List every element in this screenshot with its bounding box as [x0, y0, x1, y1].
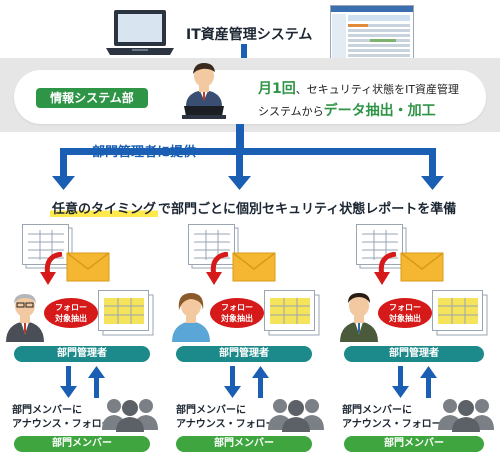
anytime-rest: で部門ごとに個別セキュリティ状態レポートを準備	[158, 202, 457, 217]
members-group-icon	[438, 399, 494, 432]
report-document-icon	[188, 224, 239, 269]
manager-avatar	[6, 294, 44, 342]
envelope-icon	[232, 252, 276, 282]
follow-badge-line2: 対象抽出	[221, 314, 253, 323]
follow-badge: フォロー 対象抽出	[378, 298, 432, 328]
provide-label: 部門管理者に提供	[92, 145, 197, 160]
follow-badge: フォロー 対象抽出	[44, 298, 98, 328]
follow-badge-line2: 対象抽出	[55, 314, 87, 323]
follow-badge-line1: フォロー	[389, 303, 421, 312]
unit-left: フォロー 対象抽出 部門管理者 部門メンバーに アナウンス・フォロー 部門メンバ…	[0, 218, 166, 458]
monthly-text-line1: 月1回、セキュリティ状態をIT資産管理	[258, 78, 459, 98]
monthly-line2-start: システムから	[258, 105, 324, 118]
up-down-arrows	[224, 366, 269, 398]
member-label: 部門メンバー	[14, 436, 150, 452]
manager-avatar	[340, 293, 378, 342]
laptop-icon	[106, 10, 174, 55]
curved-arrow-icon	[206, 252, 229, 285]
members-group-icon	[102, 399, 158, 432]
extracted-sheet-icon	[264, 290, 320, 336]
member-text: 部門メンバーに アナウンス・フォロー	[176, 404, 276, 432]
member-label: 部門メンバー	[176, 436, 312, 452]
member-text-line2: アナウンス・フォロー	[342, 419, 442, 430]
follow-badge: フォロー 対象抽出	[210, 298, 264, 328]
extracted-sheet-icon	[432, 290, 488, 336]
monthly-line2-emph: データ抽出・加工	[323, 103, 436, 119]
member-text-line2: アナウンス・フォロー	[12, 419, 112, 430]
branch-arrows	[52, 124, 444, 190]
member-text: 部門メンバーに アナウンス・フォロー	[342, 404, 442, 432]
follow-badge-line2: 対象抽出	[389, 314, 421, 323]
anytime-text: 任意のタイミングで部門ごとに個別セキュリティ状態レポートを準備	[50, 198, 456, 217]
envelope-icon	[400, 252, 444, 282]
curved-arrow-icon	[374, 252, 397, 285]
follow-badge-line1: フォロー	[221, 303, 253, 312]
member-text-line2: アナウンス・フォロー	[176, 419, 276, 430]
up-down-arrows	[60, 366, 105, 398]
member-label: 部門メンバー	[344, 436, 484, 452]
manager-label: 部門管理者	[176, 346, 312, 362]
unit-right: フォロー 対象抽出 部門管理者 部門メンバーに アナウンス・フォロー 部門メンバ…	[334, 218, 500, 458]
manager-avatar	[172, 293, 210, 342]
manager-label: 部門管理者	[14, 346, 150, 362]
extracted-sheet-icon	[98, 290, 154, 336]
system-title: IT資産管理システム	[186, 27, 313, 43]
anytime-emph: 任意のタイミング	[50, 202, 159, 217]
up-down-arrows	[392, 366, 437, 398]
manager-label: 部門管理者	[344, 346, 484, 362]
monthly-prefix: 月1回	[258, 81, 296, 97]
unit-middle: フォロー 対象抽出 部門管理者 部門メンバーに アナウンス・フォロー 部門メンバ…	[166, 218, 332, 458]
members-group-icon	[268, 399, 324, 432]
envelope-icon	[66, 252, 110, 282]
follow-badge-line1: フォロー	[55, 303, 87, 312]
member-text-line1: 部門メンバーに	[342, 405, 412, 416]
monthly-line1-rest: 、セキュリティ状態をIT資産管理	[295, 83, 460, 96]
monthly-text-line2: システムからデータ抽出・加工	[258, 100, 436, 120]
it-department-label: 情報システム部	[36, 88, 148, 108]
member-text-line1: 部門メンバーに	[176, 405, 246, 416]
member-text: 部門メンバーに アナウンス・フォロー	[12, 404, 112, 432]
it-staff-avatar	[182, 63, 226, 119]
member-text-line1: 部門メンバーに	[12, 405, 82, 416]
curved-arrow-icon	[40, 252, 63, 285]
system-screenshot-icon	[330, 5, 414, 65]
